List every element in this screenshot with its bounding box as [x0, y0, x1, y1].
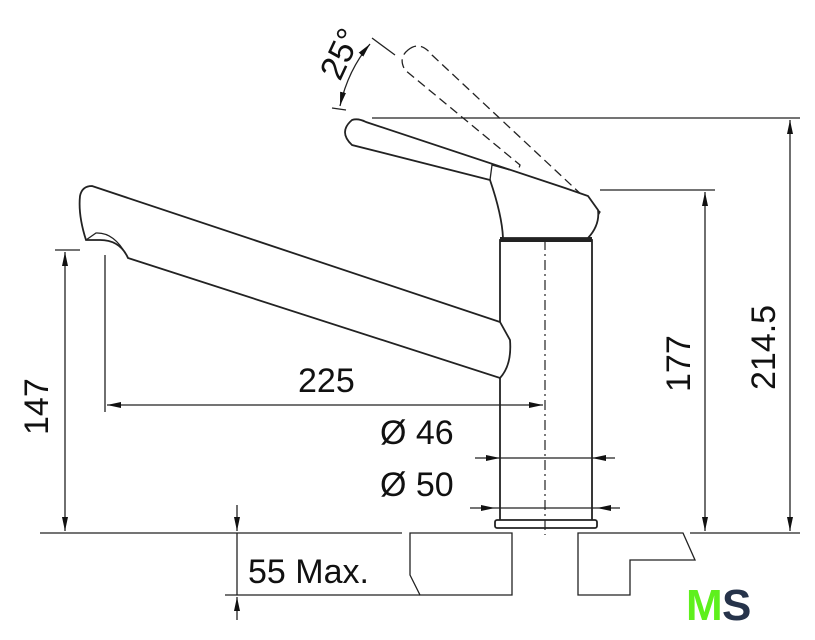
body-diameter-top-label: Ø 46 — [380, 414, 454, 452]
logo-letter-m: M — [686, 581, 723, 630]
faucet-spout — [78, 185, 512, 380]
dimension-spout-height: 147 — [18, 249, 80, 531]
lever-raised-outline — [401, 45, 601, 241]
spout-height-label: 147 — [18, 378, 56, 435]
ms-logo: M S — [686, 581, 751, 630]
counter-thickness-label: 55 Max. — [248, 553, 369, 591]
dimension-body-height: 177 — [600, 189, 715, 531]
lever-angle-label: 25° — [313, 23, 369, 86]
spout-reach-label: 225 — [298, 362, 355, 400]
logo-letter-s: S — [722, 581, 751, 630]
body-height-label: 177 — [660, 335, 698, 392]
dimension-body-diameter-top: Ø 46 — [380, 414, 615, 461]
dimension-counter-thickness: 55 Max. — [225, 505, 420, 620]
total-height-label: 214.5 — [745, 305, 783, 390]
dimension-lever-angle: 25° — [313, 23, 396, 111]
dimension-spout-reach: 225 — [104, 255, 543, 412]
faucet-lever — [344, 118, 600, 239]
faucet-body — [494, 237, 598, 535]
body-diameter-base-label: Ø 50 — [380, 466, 454, 504]
dimension-body-diameter-base: Ø 50 — [380, 466, 620, 511]
countertop-section — [40, 532, 800, 596]
dimension-total-height: 214.5 — [372, 117, 800, 531]
